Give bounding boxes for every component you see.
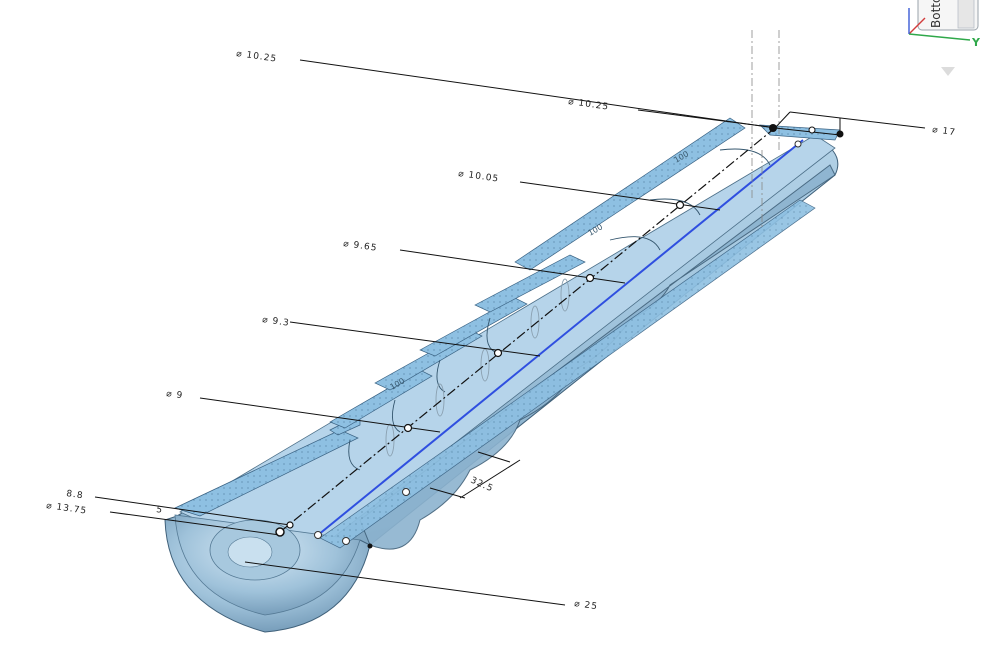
centerline[interactable]	[317, 139, 804, 536]
viewcube-arrow-down-icon[interactable]	[941, 67, 955, 76]
internal-ribs	[348, 148, 771, 471]
dimension-points[interactable]	[275, 124, 844, 549]
dim-d7: 8.8	[66, 489, 85, 501]
part-body[interactable]	[164, 134, 839, 633]
dim-d4: ⌀ 9.65	[343, 239, 378, 254]
view-cube[interactable]: Bottom Y	[900, 0, 984, 80]
axis-triad: Y	[908, 8, 981, 49]
dim-d9: ⌀ 25	[574, 599, 599, 612]
dim-d6: ⌀ 9	[166, 389, 184, 401]
dim-d3: ⌀ 10.05	[458, 169, 500, 185]
dim-d8: ⌀ 13.75	[46, 501, 88, 517]
dim-d10: ⌀ 17	[932, 125, 957, 138]
axis-y-label: Y	[971, 36, 981, 49]
dim-d5: ⌀ 9.3	[262, 315, 291, 329]
vertical-construction-lines	[751, 30, 780, 230]
dim-d12: 5	[156, 505, 164, 516]
dim-d2: ⌀ 10.25	[568, 97, 610, 113]
viewcube-face-label: Bottom	[929, 0, 943, 28]
section-faces	[174, 117, 841, 549]
construction-axis	[279, 127, 776, 533]
dim-d1: ⌀ 10.25	[236, 49, 278, 65]
